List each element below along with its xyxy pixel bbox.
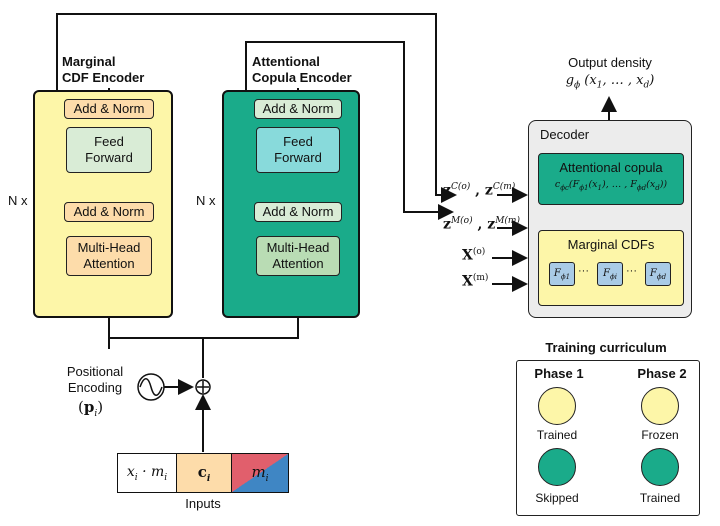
marginal-ff-line1: Feed xyxy=(94,134,124,149)
marginal-title-line2: CDF Encoder xyxy=(62,70,145,85)
marginal-ff-line2: Forward xyxy=(85,150,133,165)
marginal-feed-forward: Feed Forward xyxy=(66,127,152,173)
marginal-title-line1: Marginal xyxy=(62,54,116,69)
cdf-dots-2: ··· xyxy=(626,265,637,277)
phase1-yellow-node xyxy=(538,387,576,425)
positional-line2: Encoding xyxy=(67,380,123,395)
cdf-dots-1: ··· xyxy=(578,265,589,277)
copula-ff-line2: Forward xyxy=(274,150,322,165)
x-missing-label: X(m) xyxy=(462,273,489,290)
zm-label: zM(o) , zM(m) xyxy=(443,216,520,233)
x-observed-label: X(o) xyxy=(462,247,486,264)
copula-add-norm-top: Add & Norm xyxy=(254,99,342,119)
phase2-yellow-status: Frozen xyxy=(641,428,679,442)
positional-line1: Positional xyxy=(66,364,124,379)
input-cell-c: ci xyxy=(176,453,232,493)
sine-wave-icon xyxy=(137,373,165,401)
phase1-teal-node xyxy=(538,448,576,486)
decoder-title: Decoder xyxy=(540,127,590,142)
output-density-label: Output density xyxy=(568,55,652,70)
marginal-repeat-label: N x xyxy=(8,193,28,208)
cdf-fd-box: Fϕd xyxy=(645,262,671,286)
marginal-mha-line1: Multi-Head xyxy=(77,240,141,255)
marginal-add-norm-bottom: Add & Norm xyxy=(64,202,154,222)
curriculum-panel xyxy=(516,360,700,516)
cdf-fi-box: Fϕi xyxy=(597,262,623,286)
copula-formula: cϕc(Fϕ1(x1), … , Fϕd(xd)) xyxy=(554,179,668,192)
add-operator-icon xyxy=(195,379,211,395)
copula-feed-forward: Feed Forward xyxy=(256,127,340,173)
marginal-encoder-title: Marginal CDF Encoder xyxy=(62,54,144,86)
curriculum-title: Training curriculum xyxy=(545,340,667,355)
copula-title-line2: Copula Encoder xyxy=(252,70,352,85)
phase2-label: Phase 2 xyxy=(637,366,687,381)
inputs-label: Inputs xyxy=(185,496,221,511)
input-cell-m: mi xyxy=(231,453,289,493)
input-cell-x: xi · mi xyxy=(117,453,177,493)
output-density-formula: gϕ (x1, … , xd) xyxy=(565,73,655,91)
cdf-f1-box: Fϕ1 xyxy=(549,262,575,286)
zc-label: zC(o) , zC(m) xyxy=(443,182,516,199)
copula-repeat-label: N x xyxy=(196,193,216,208)
copula-ff-line1: Feed xyxy=(283,134,313,149)
phase2-teal-node xyxy=(641,448,679,486)
phase2-teal-status: Trained xyxy=(639,491,681,505)
marginal-cdfs-title: Marginal CDFs xyxy=(567,237,655,252)
attentional-copula-title: Attentional copula xyxy=(559,160,663,175)
marginal-add-norm-top: Add & Norm xyxy=(64,99,154,119)
phase1-teal-status: Skipped xyxy=(535,491,579,505)
copula-title-line1: Attentional xyxy=(252,54,320,69)
copula-encoder-title: Attentional Copula Encoder xyxy=(252,54,352,86)
copula-multi-head-attention: Multi-Head Attention xyxy=(256,236,340,276)
positional-symbol: (pi) xyxy=(78,398,104,419)
copula-mha-line2: Attention xyxy=(272,256,324,271)
marginal-multi-head-attention: Multi-Head Attention xyxy=(66,236,152,276)
phase2-yellow-node xyxy=(641,387,679,425)
marginal-mha-line2: Attention xyxy=(83,256,135,271)
copula-mha-line1: Multi-Head xyxy=(266,240,330,255)
attentional-copula-box: Attentional copula cϕc(Fϕ1(x1), … , Fϕd(… xyxy=(538,153,684,205)
positional-encoding-label: Positional Encoding xyxy=(60,364,130,396)
phase1-yellow-status: Trained xyxy=(536,428,578,442)
phase1-label: Phase 1 xyxy=(534,366,584,381)
copula-add-norm-bottom: Add & Norm xyxy=(254,202,342,222)
